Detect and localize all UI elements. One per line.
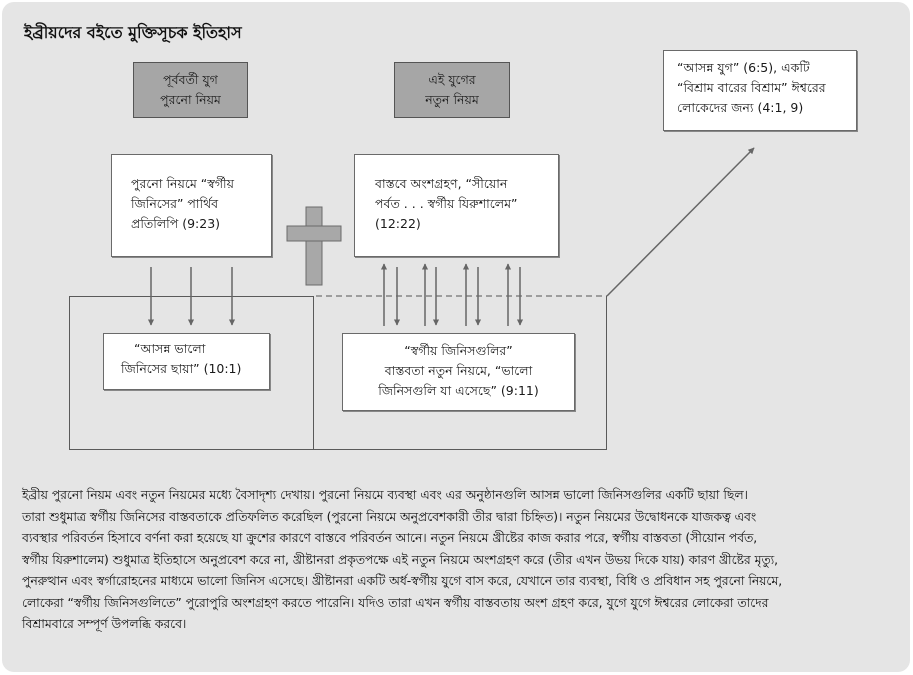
diagram-title: ইব্রীয়দের বইতে মুক্তিসূচক ইতিহাস (24, 23, 242, 42)
caption-line: স্বর্গীয় যিরুশালেম) শুধুমাত্র ইতিহাসে অ… (22, 552, 779, 567)
new-era-box: এই যুগের নতুন নিয়ম (394, 62, 510, 118)
new-era-line: এই যুগের (428, 72, 476, 87)
heavenly-reality-box: “স্বর্গীয় জিনিসগুলির” বাস্তবতা নতুন নিয… (342, 333, 575, 411)
participation-line: পর্বত . . . স্বর্গীয় যিরুশালেম” (375, 196, 518, 211)
caption-line: লোকেরা “স্বর্গীয় জিনিসগুলিতে” পুরোপুরি … (22, 595, 769, 610)
new-covenant-region (313, 296, 607, 450)
future-rest-arrow (606, 147, 755, 297)
shadow-line: “আসন্ন ভালো (134, 341, 206, 356)
caption-line: পুনরুত্থান এবং স্বর্গারোহনের মাধ্যমে ভাল… (22, 574, 783, 588)
participation-line: বাস্তবে অংশগ্রহণ, “সীয়োন (375, 176, 508, 191)
old-era-line: পূর্ববর্তী যুগ (163, 72, 218, 87)
participation-line: (12:22) (375, 216, 421, 231)
earthly-copy-box: পুরনো নিয়মে “স্বর্গীয় জিনিসের” পার্থিব… (111, 154, 272, 257)
old-era-line: পুরনো নিয়ম (160, 92, 221, 107)
heavenly-line: “স্বর্গীয় জিনিসগুলির” (404, 343, 513, 358)
shadow-box: “আসন্ন ভালো জিনিসের ছায়া” (10:1) (103, 333, 270, 390)
heavenly-line: বাস্তবতা নতুন নিয়মে, “ভালো (384, 363, 533, 378)
earthly-copy-line: পুরনো নিয়মে “স্বর্গীয় (131, 176, 234, 191)
old-era-box: পূর্ববর্তী যুগ পুরনো নিয়ম (133, 62, 248, 118)
earthly-copy-line: প্রতিলিপি (9:23) (131, 216, 221, 231)
future-rest-line: “আসন্ন যুগ” (6:5), একটি (677, 60, 810, 75)
heavenly-line: জিনিসগুলি যা এসেছে” (9:11) (378, 383, 539, 398)
new-era-line: নতুন নিয়ম (425, 92, 479, 107)
caption-line: ইব্রীয় পুরনো নিয়ম এবং নতুন নিয়মের মধ্… (22, 488, 748, 502)
future-rest-box: “আসন্ন যুগ” (6:5), একটি “বিশ্রাম বারের ব… (663, 50, 857, 131)
earthly-copy-line: জিনিসের” পার্থিব (131, 196, 219, 211)
caption-line: তারা শুধুমাত্র স্বর্গীয় জিনিসের বাস্তবত… (22, 509, 757, 524)
cross-icon (286, 206, 342, 286)
future-rest-line: “বিশ্রাম বারের বিশ্রাম” ঈশ্বরের (677, 80, 826, 95)
caption-line: বিশ্রামবারে সম্পূর্ণ উপলব্ধি করবে। (22, 617, 187, 631)
future-rest-line: লোকেদের জন্য (4:1, 9) (677, 100, 804, 115)
caption-line: ব্যবস্থার পরিবর্তন হিসাবে বর্ণনা করা হয়… (22, 531, 758, 545)
participation-box: বাস্তবে অংশগ্রহণ, “সীয়োন পর্বত . . . স্… (354, 154, 559, 257)
shadow-line: জিনিসের ছায়া” (10:1) (121, 361, 242, 376)
caption-paragraph: ইব্রীয় পুরনো নিয়ম এবং নতুন নিয়মের মধ্… (22, 485, 892, 636)
